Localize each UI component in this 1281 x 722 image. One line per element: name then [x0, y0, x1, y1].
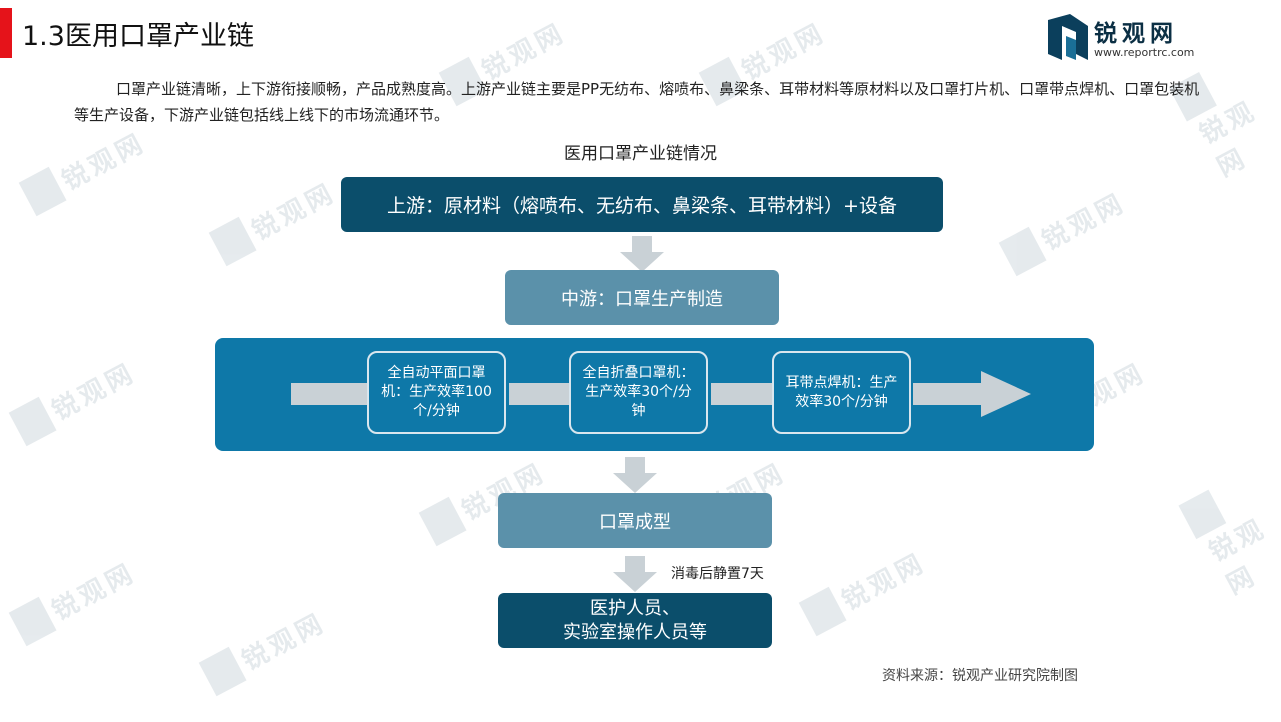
diagram-title: 医用口罩产业链情况	[564, 144, 717, 164]
intro-paragraph: 口罩产业链清晰，上下游衔接顺畅，产品成熟度高。上游产业链主要是PP无纺布、熔喷布…	[74, 80, 1200, 124]
title-accent-bar	[0, 8, 12, 58]
midstream-label: 中游：口罩生产制造	[561, 288, 723, 310]
logo-url: www.reportrc.com	[1094, 46, 1195, 59]
step-flat-mask-machine: 全自动平面口罩机：生产效率100个/分钟	[367, 351, 506, 434]
reportrc-logo-icon	[1048, 14, 1088, 60]
end-users-line1: 医护人员、	[590, 597, 680, 619]
flow-arrow-segment	[913, 383, 983, 405]
source-note: 资料来源：锐观产业研究院制图	[882, 668, 1078, 684]
step-folding-mask-machine: 全自折叠口罩机：生产效率30个/分钟	[569, 351, 708, 434]
upstream-label: 上游：原材料（熔喷布、无纺布、鼻梁条、耳带材料）+设备	[387, 195, 897, 217]
flow-arrow-segment	[291, 383, 369, 405]
watermark-logo: 锐观网	[8, 552, 142, 647]
step-earloop-welder: 耳带点焊机：生产效率30个/分钟	[772, 351, 911, 434]
flow-arrow-segment	[711, 383, 774, 405]
step-label: 耳带点焊机：生产效率30个/分钟	[785, 374, 898, 410]
down-arrow-icon	[613, 457, 657, 493]
upstream-box: 上游：原材料（熔喷布、无纺布、鼻梁条、耳带材料）+设备	[341, 177, 943, 232]
flow-arrowhead-icon	[981, 371, 1031, 417]
watermark-logo: 锐观网	[18, 122, 152, 217]
watermark-logo: 锐观网	[208, 172, 342, 267]
down-arrow-icon	[620, 236, 664, 272]
watermark-text: 锐观网	[247, 177, 341, 247]
flow-arrow-segment	[509, 383, 571, 405]
page-title: 1.3医用口罩产业链	[22, 21, 254, 52]
step-label: 全自折叠口罩机：生产效率30个/分钟	[582, 365, 695, 419]
watermark-logo: 锐观网	[998, 182, 1132, 277]
watermark-logo: 锐观网	[8, 352, 142, 447]
formed-label: 口罩成型	[599, 511, 671, 533]
mask-formed-box: 口罩成型	[498, 493, 772, 548]
watermark-text: 锐观网	[237, 607, 331, 677]
watermark-text: 锐观网	[1037, 187, 1131, 257]
end-users-box: 医护人员、 实验室操作人员等	[498, 593, 772, 648]
watermark-text: 锐观网	[47, 557, 141, 627]
watermark-logo: 锐观网	[1178, 468, 1281, 605]
logo-name: 锐观网	[1094, 21, 1178, 47]
down-arrow-icon	[613, 556, 657, 592]
step-label: 全自动平面口罩机：生产效率100个/分钟	[381, 365, 492, 419]
watermark-logo: 锐观网	[198, 602, 332, 697]
midstream-box: 中游：口罩生产制造	[505, 270, 779, 325]
watermark-text: 锐观网	[47, 357, 141, 427]
sterilize-note: 消毒后静置7天	[671, 566, 764, 582]
watermark-text: 锐观网	[837, 547, 931, 617]
end-users-line2: 实验室操作人员等	[563, 621, 707, 643]
watermark-logo: 锐观网	[798, 542, 932, 637]
